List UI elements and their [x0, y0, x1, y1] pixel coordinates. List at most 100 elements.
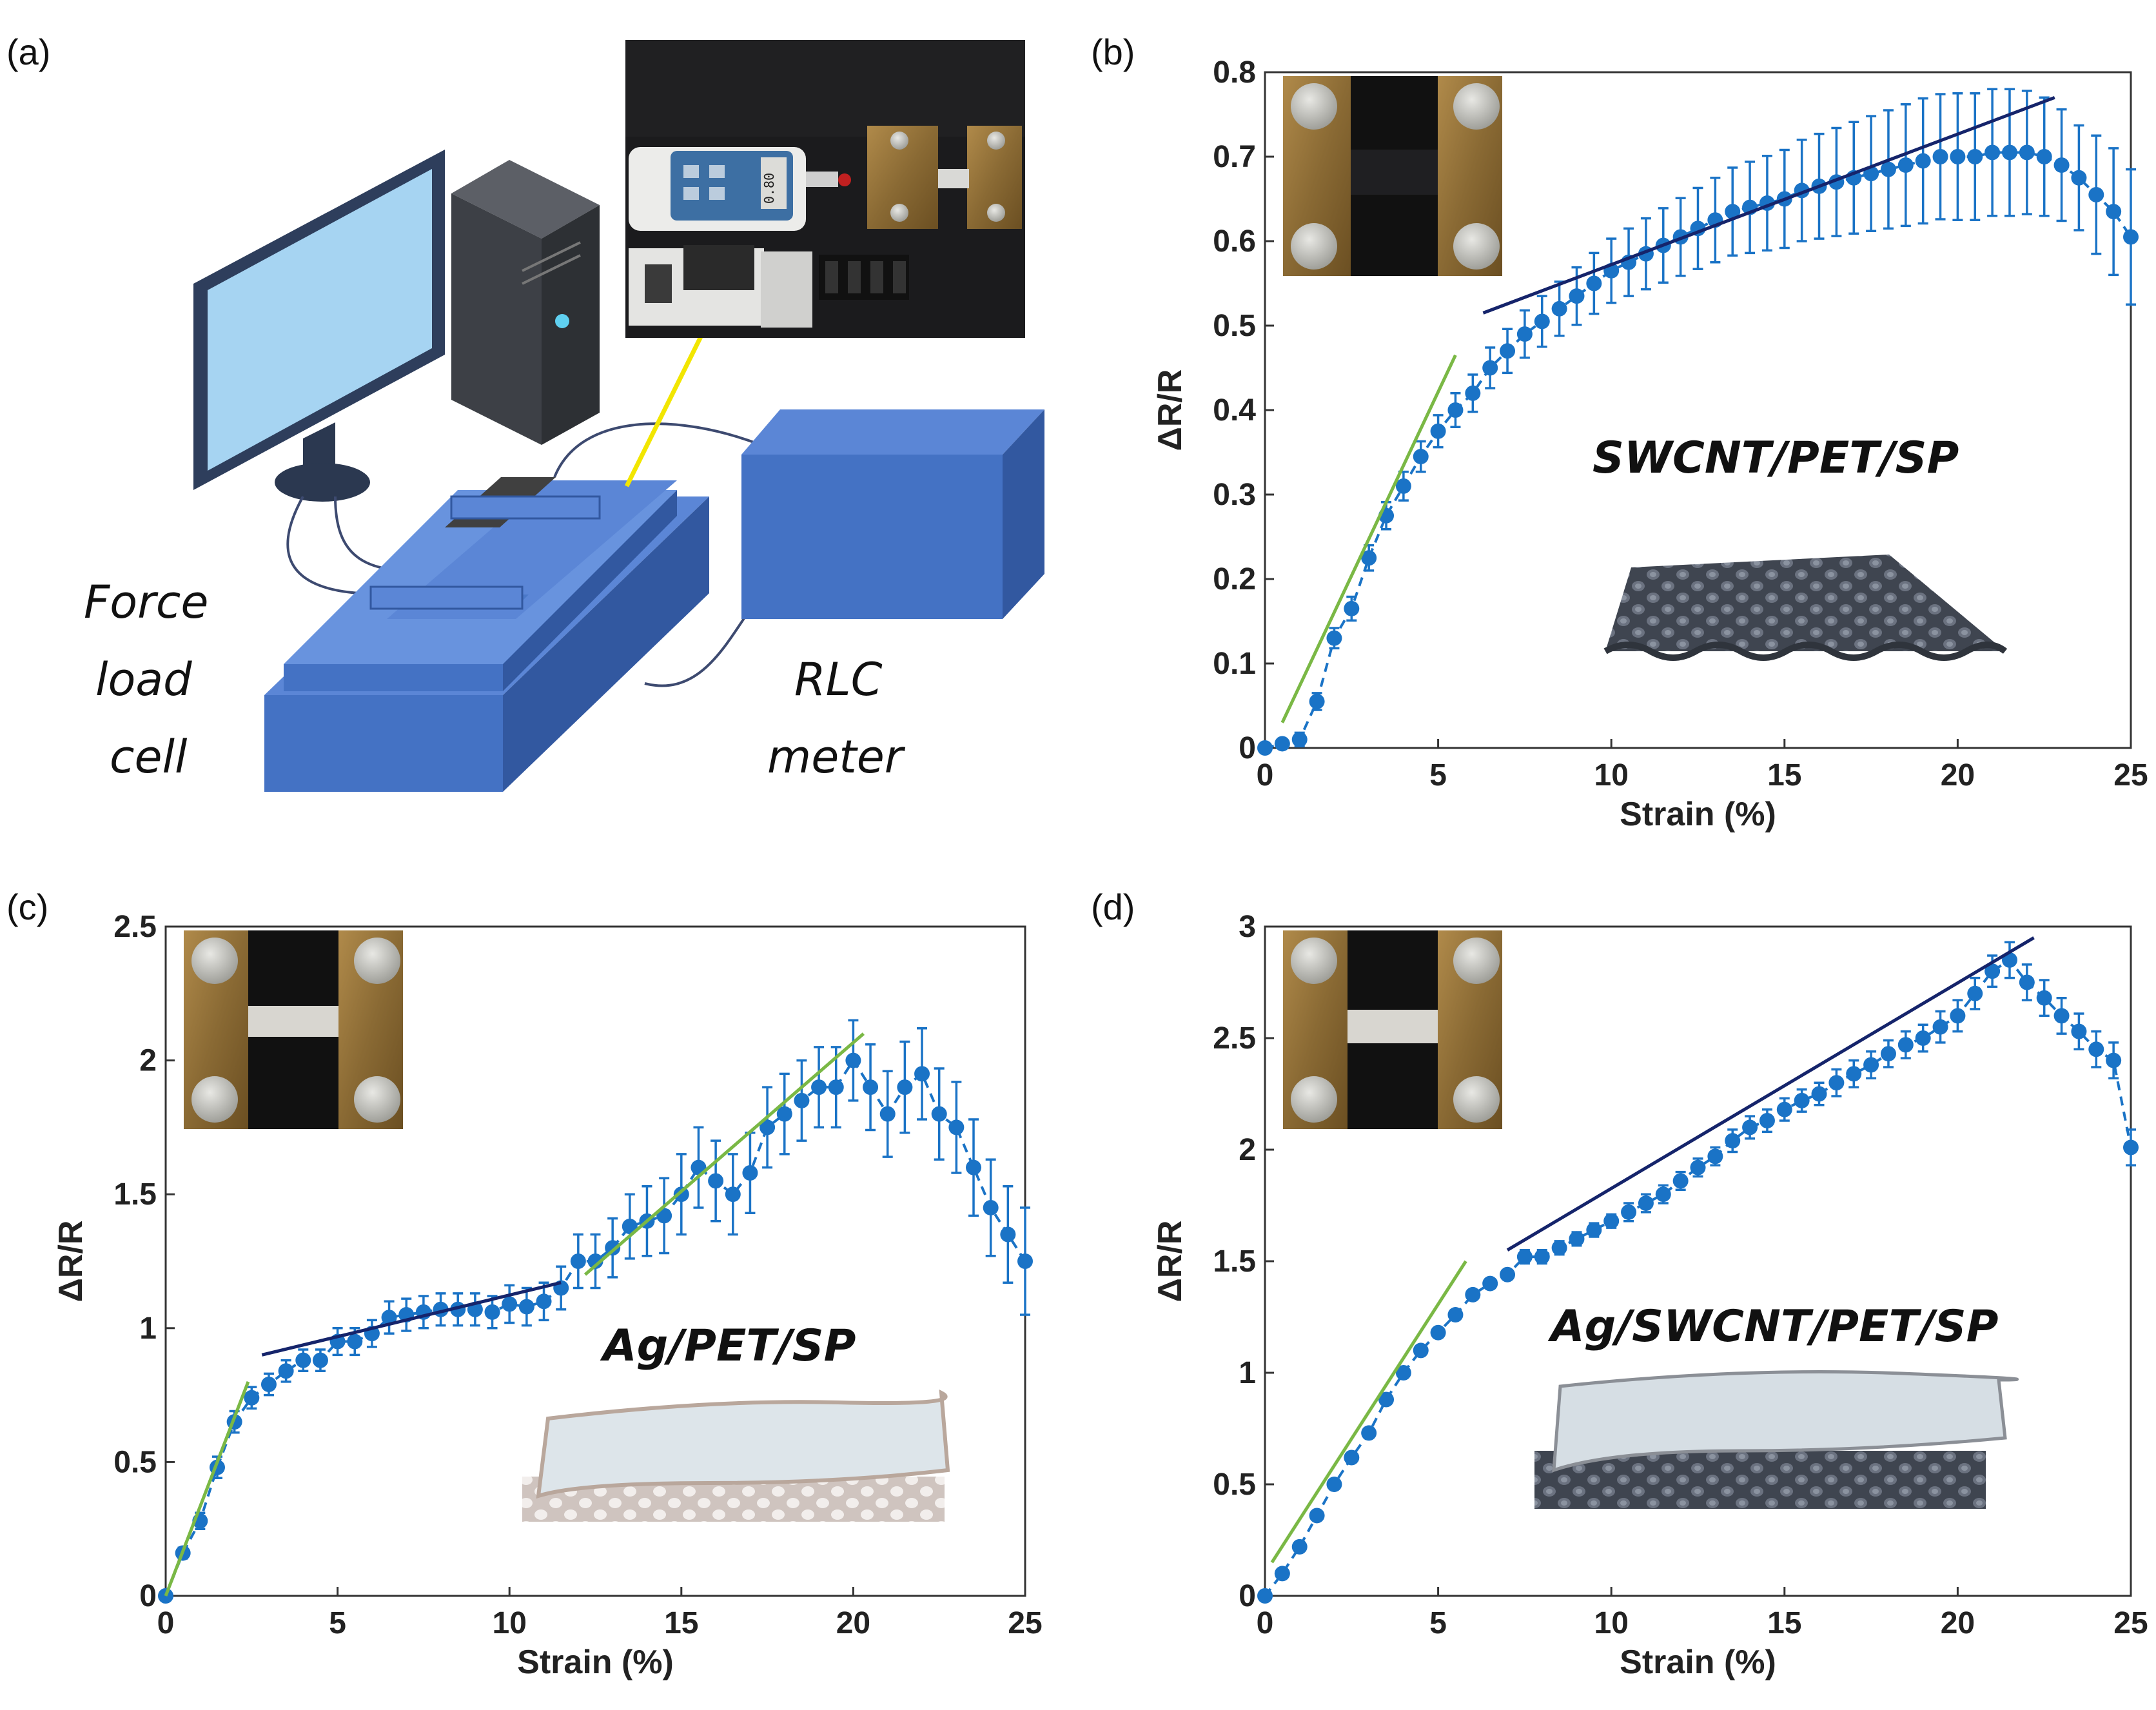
chart-d-fit-line-navy	[1506, 936, 2035, 1252]
chart-d-data-point	[1915, 1030, 1931, 1046]
rlc-meter-box	[741, 409, 1044, 619]
chart-c-data-point	[484, 1304, 500, 1320]
chart-b-data-point	[1257, 740, 1273, 756]
chart-c-data-point	[244, 1390, 260, 1406]
chart-b-data-point	[1897, 157, 1914, 173]
chart-c-data-point	[570, 1253, 586, 1269]
chart-d-y-tick-label: 0	[1239, 1579, 1256, 1613]
chart-d-data-point	[2071, 1023, 2087, 1039]
chart-d-data-point	[1863, 1057, 1879, 1073]
chart-d-data-point	[1621, 1204, 1637, 1220]
chart-c-inset-photo	[184, 930, 403, 1129]
chart-d-data-point	[1534, 1249, 1550, 1265]
chart-d-data-point	[1932, 1019, 1948, 1035]
chart-d-data-point	[1672, 1173, 1689, 1189]
chart-b-data-point	[1915, 153, 1931, 169]
chart-b-data-point	[1447, 402, 1464, 418]
chart-d-x-tick-label: 10	[1594, 1606, 1629, 1640]
chart-b-data-point	[2019, 144, 2035, 161]
chart-d-data-point	[2053, 1008, 2070, 1024]
chart-b-y-tick-label: 0.7	[1213, 140, 1256, 174]
setup-photo: 0.80	[625, 40, 1025, 338]
chart-b-x-tick-label: 15	[1767, 758, 1801, 792]
chart-b-data-point	[1984, 144, 2001, 161]
chart-d-data-point	[1742, 1119, 1758, 1135]
chart-c-data-point	[776, 1106, 792, 1122]
chart-c-x-tick-label: 5	[329, 1606, 346, 1640]
chart-b-data-point	[1465, 385, 1481, 401]
chart-c-y-tick-label: 2	[139, 1044, 157, 1078]
chart-d-inset-photo	[1283, 930, 1502, 1129]
chart-c-data-point	[312, 1352, 328, 1368]
chart-c-y-axis-label: ΔR/R	[52, 1221, 90, 1302]
chart-b-data-point	[1967, 149, 1983, 164]
chart-d-data-point	[1516, 1249, 1533, 1265]
chart-d-data-point	[1500, 1266, 1516, 1282]
chart-c-data-point	[845, 1052, 861, 1068]
chart-b-data-point	[2123, 229, 2139, 245]
chart-d-data-point	[1291, 1538, 1308, 1555]
chart-c-data-point	[794, 1092, 810, 1108]
chart-b-data-point	[1516, 326, 1533, 342]
monitor	[193, 150, 445, 502]
chart-c-material-label: Ag/PET/SP	[600, 1321, 856, 1371]
chart-d-x-tick-label: 5	[1429, 1606, 1447, 1640]
clamp-2	[450, 495, 601, 520]
chart-c-y-tick-label: 0.5	[113, 1445, 157, 1479]
chart-d-x-tick-label: 20	[1941, 1606, 1975, 1640]
chart-c-data-point	[931, 1106, 947, 1122]
chart-b-x-axis-label: Strain (%)	[1620, 796, 1776, 833]
chart-b-data-point	[2036, 149, 2052, 164]
chart-b-x-tick-label: 5	[1429, 758, 1447, 792]
chart-c-y-tick-label: 2.5	[113, 910, 157, 944]
chart-c-data-point	[347, 1333, 363, 1350]
chart-b-inset-photo	[1283, 76, 1502, 276]
chart-d-data-point	[1846, 1066, 1862, 1082]
chart-c-data-point	[622, 1219, 638, 1235]
chart-d-data-point	[1725, 1133, 1741, 1149]
chart-b-data-point	[1430, 423, 1446, 439]
chart-d-data-point	[1257, 1588, 1273, 1604]
chart-d-y-tick-label: 1.5	[1213, 1244, 1256, 1279]
chart-d-data-point	[1465, 1286, 1481, 1302]
chart-b-data-point	[1551, 300, 1567, 317]
chart-b-fit-line-navy	[1482, 95, 2055, 315]
chart-c-data-point	[1017, 1253, 1033, 1269]
chart-c-data-point	[863, 1079, 879, 1096]
chart-d-material-label: Ag/SWCNT/PET/SP	[1547, 1301, 1998, 1352]
cable-4	[644, 611, 749, 687]
chart-b-y-axis-label: ΔR/R	[1152, 369, 1189, 451]
gauge-reading: 0.80	[761, 173, 777, 204]
chart-d-fit-line-green	[1270, 1260, 1467, 1564]
chart-b-data-point	[1274, 736, 1290, 752]
chart-c-fit-line-green	[164, 1381, 250, 1597]
chart-d-x-tick-label: 0	[1257, 1606, 1274, 1640]
chart-b-y-tick-label: 0.2	[1213, 562, 1256, 596]
chart-b-data-point	[1569, 288, 1585, 304]
chart-d-data-point	[1655, 1186, 1671, 1203]
chart-c-data-point	[879, 1106, 896, 1122]
chart-b-data-point	[2053, 157, 2070, 173]
chart-c-y-tick-label: 1.5	[113, 1177, 157, 1212]
force-label-line-3: cell	[110, 731, 188, 783]
chart-b-material-illustration	[1603, 555, 2008, 661]
chart-d-series-line	[1264, 958, 2132, 1597]
chart-b-data-point	[1344, 600, 1360, 616]
chart-c-data-point	[260, 1376, 277, 1392]
chart-c-data-point	[673, 1186, 689, 1203]
chart-d-y-tick-label: 0.5	[1213, 1468, 1256, 1502]
panel-a: (a)	[6, 32, 1044, 792]
chart-b-y-tick-label: 0.4	[1213, 393, 1256, 428]
chart-b-material-label: SWCNT/PET/SP	[1592, 433, 1959, 484]
chart-c-data-point	[708, 1173, 724, 1189]
chart-b-data-point	[1932, 149, 1948, 164]
chart-d-data-point	[1897, 1037, 1914, 1053]
chart-d-data-point	[1551, 1240, 1567, 1256]
chart-d-y-tick-label: 3	[1239, 910, 1256, 944]
chart-d-data-point	[1395, 1365, 1411, 1381]
chart-d-data-point	[2123, 1139, 2139, 1155]
chart-d-data-point	[1326, 1477, 1342, 1492]
